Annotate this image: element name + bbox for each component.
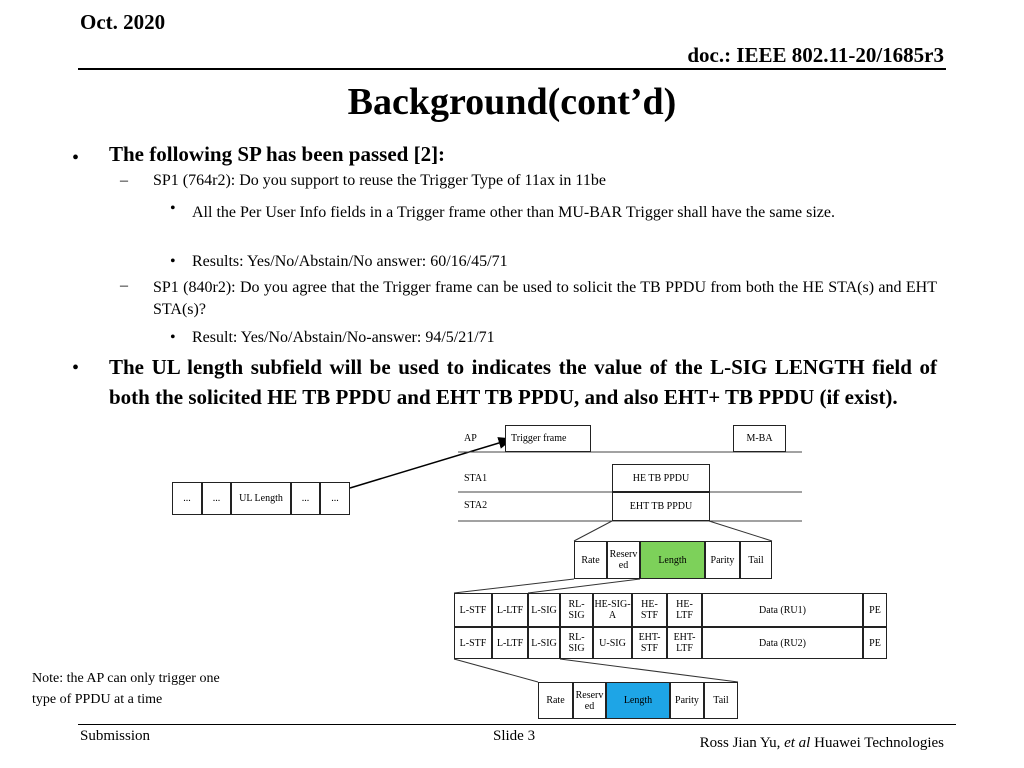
eht-tb-ppdu-box: EHT TB PPDU	[612, 492, 710, 521]
sp1-840r2: SP1 (840r2): Do you agree that the Trigg…	[153, 279, 937, 318]
he-tb-ppdu-box: HE TB PPDU	[612, 464, 710, 492]
dash-marker: –	[120, 277, 128, 294]
header-date: Oct. 2020	[80, 10, 166, 34]
he-row-field: L-SIG	[528, 593, 560, 627]
lsig-length-green: Length	[640, 541, 705, 579]
slide-title: Background(cont’d)	[347, 81, 677, 123]
footer-author-etal: et al	[784, 735, 811, 751]
lsig-rate: Rate	[538, 682, 573, 719]
eht-row-field: L-STF	[454, 627, 492, 659]
userinfo-field: ...	[320, 482, 350, 515]
eht-row-field: EHT-LTF	[667, 627, 702, 659]
eht-row-data: Data (RU2)	[702, 627, 863, 659]
he-row-field: RL-SIG	[560, 593, 593, 627]
zoom-line	[453, 658, 539, 683]
he-row-pe: PE	[863, 593, 887, 627]
bullet-marker: •	[72, 357, 80, 379]
sp1-764r2-results: Results: Yes/No/Abstain/No answer: 60/16…	[192, 253, 508, 270]
trigger-frame-box: Trigger frame	[505, 425, 591, 452]
footer-rule	[78, 724, 956, 725]
sta1-label: STA1	[464, 473, 488, 484]
zoom-line	[559, 658, 739, 683]
he-row-field: HE-LTF	[667, 593, 702, 627]
bullet-marker: •	[72, 147, 80, 169]
arrow-ul-length-to-trigger	[349, 437, 514, 489]
note-text: Note: the AP can only trigger one type o…	[32, 671, 220, 707]
lsig-reserved: Reserv ed	[573, 682, 606, 719]
lsig-reserved: Reserv ed	[607, 541, 640, 579]
sp1-840r2-result: Result: Yes/No/Abstain/No-answer: 94/5/2…	[192, 329, 495, 346]
sub-bullet-marker: •	[170, 253, 176, 270]
lsig-length-blue: Length	[606, 682, 670, 719]
sub-bullet-marker: •	[170, 200, 176, 217]
he-row-field: L-STF	[454, 593, 492, 627]
lsig-tail: Tail	[704, 682, 738, 719]
eht-row-field: L-LTF	[492, 627, 528, 659]
eht-row-field: U-SIG	[593, 627, 632, 659]
he-row-field: HE-SIG-A	[593, 593, 632, 627]
zoom-line	[527, 578, 641, 594]
lsig-tail: Tail	[740, 541, 772, 579]
sp1-764r2-item-1: All the Per User Info fields in a Trigge…	[192, 204, 835, 221]
zoom-line	[708, 520, 773, 542]
sp1-764r2: SP1 (764r2): Do you support to reuse the…	[153, 172, 606, 189]
userinfo-field: ...	[291, 482, 320, 515]
footer-submission: Submission	[80, 728, 151, 744]
userinfo-field: ...	[172, 482, 202, 515]
mba-box: M-BA	[733, 425, 786, 452]
eht-row-field: RL-SIG	[560, 627, 593, 659]
eht-row-pe: PE	[863, 627, 887, 659]
userinfo-field: ...	[202, 482, 231, 515]
bullet-sp-passed: The following SP has been passed [2]:	[109, 142, 446, 166]
footer-author-name: Ross Jian Yu,	[699, 735, 785, 751]
he-row-field: HE-STF	[632, 593, 667, 627]
footer-slide-number: Slide 3	[493, 728, 536, 744]
userinfo-ul-length: UL Length	[231, 482, 291, 515]
footer-author: Ross Jian Yu, et al Huawei Technologies	[700, 735, 944, 752]
header-doc-id: doc.: IEEE 802.11-20/1685r3	[687, 43, 944, 67]
sub-bullet-marker: •	[170, 329, 176, 346]
ap-label: AP	[464, 433, 477, 444]
dash-marker: –	[120, 172, 128, 189]
header-rule	[78, 68, 946, 70]
lsig-rate: Rate	[574, 541, 607, 579]
footer-author-org: Huawei Technologies	[810, 735, 944, 751]
he-row-data: Data (RU1)	[702, 593, 863, 627]
zoom-line	[453, 578, 575, 594]
lsig-parity: Parity	[670, 682, 704, 719]
bullet-ul-length: The UL length subfield will be used to i…	[109, 355, 937, 409]
eht-row-field: L-SIG	[528, 627, 560, 659]
lsig-parity: Parity	[705, 541, 740, 579]
eht-row-field: EHT-STF	[632, 627, 667, 659]
sta2-label: STA2	[464, 500, 488, 511]
he-row-field: L-LTF	[492, 593, 528, 627]
zoom-line	[573, 520, 613, 542]
